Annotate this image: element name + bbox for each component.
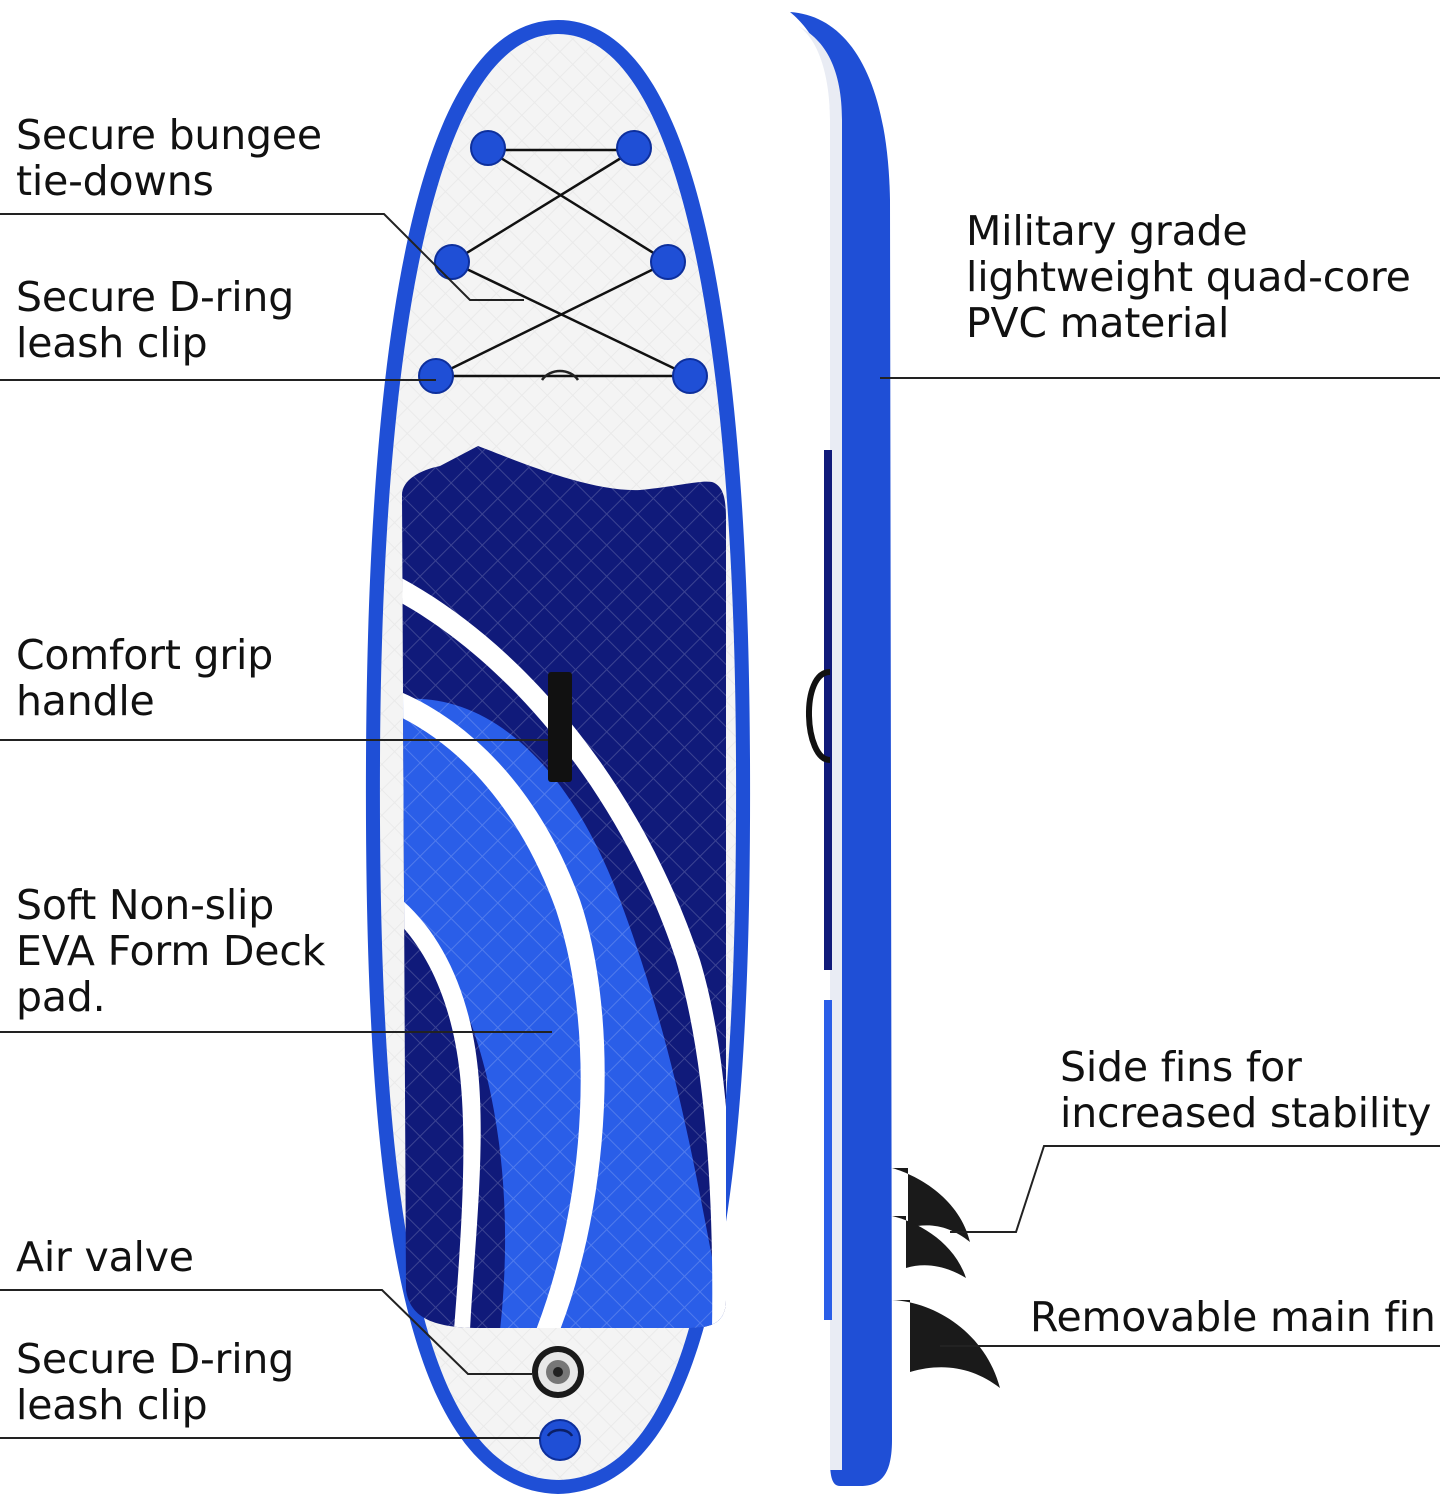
side-handle-icon: [806, 669, 831, 763]
leader-side-fins: [950, 1145, 1440, 1233]
label-main-fin: Removable main fin: [1030, 1293, 1436, 1341]
leader-bungee: [0, 213, 524, 301]
label-valve: Air valve: [16, 1233, 194, 1281]
main-fin-icon: [892, 1300, 1000, 1388]
label-side-fins: Side fins for increased stability: [1060, 1043, 1432, 1137]
label-bungee: Secure bungee tie-downs: [16, 111, 322, 205]
bungee-anchors: [418, 130, 708, 394]
board-side-view: [790, 12, 1000, 1486]
label-material: Military grade lightweight quad-core PVC…: [966, 207, 1411, 347]
leader-lines: [0, 213, 1440, 1439]
d-ring-top-icon: [540, 369, 580, 381]
leader-valve: [0, 1289, 532, 1375]
label-dring-top: Secure D-ring leash clip: [16, 273, 295, 367]
side-fin-lower-icon: [892, 1216, 966, 1278]
board-top-view: [365, 20, 751, 1494]
air-valve-icon: [532, 1346, 584, 1398]
d-ring-bottom-icon: [539, 1419, 581, 1461]
label-dring-bottom: Secure D-ring leash clip: [16, 1335, 295, 1429]
label-handle: Comfort grip handle: [16, 631, 274, 725]
bungee-cords: [435, 148, 691, 378]
deck-pad: [402, 446, 726, 1328]
side-fin-upper-icon: [892, 1168, 970, 1242]
label-deckpad: Soft Non-slip EVA Form Deck pad.: [16, 881, 326, 1021]
grip-handle-icon: [548, 672, 572, 782]
